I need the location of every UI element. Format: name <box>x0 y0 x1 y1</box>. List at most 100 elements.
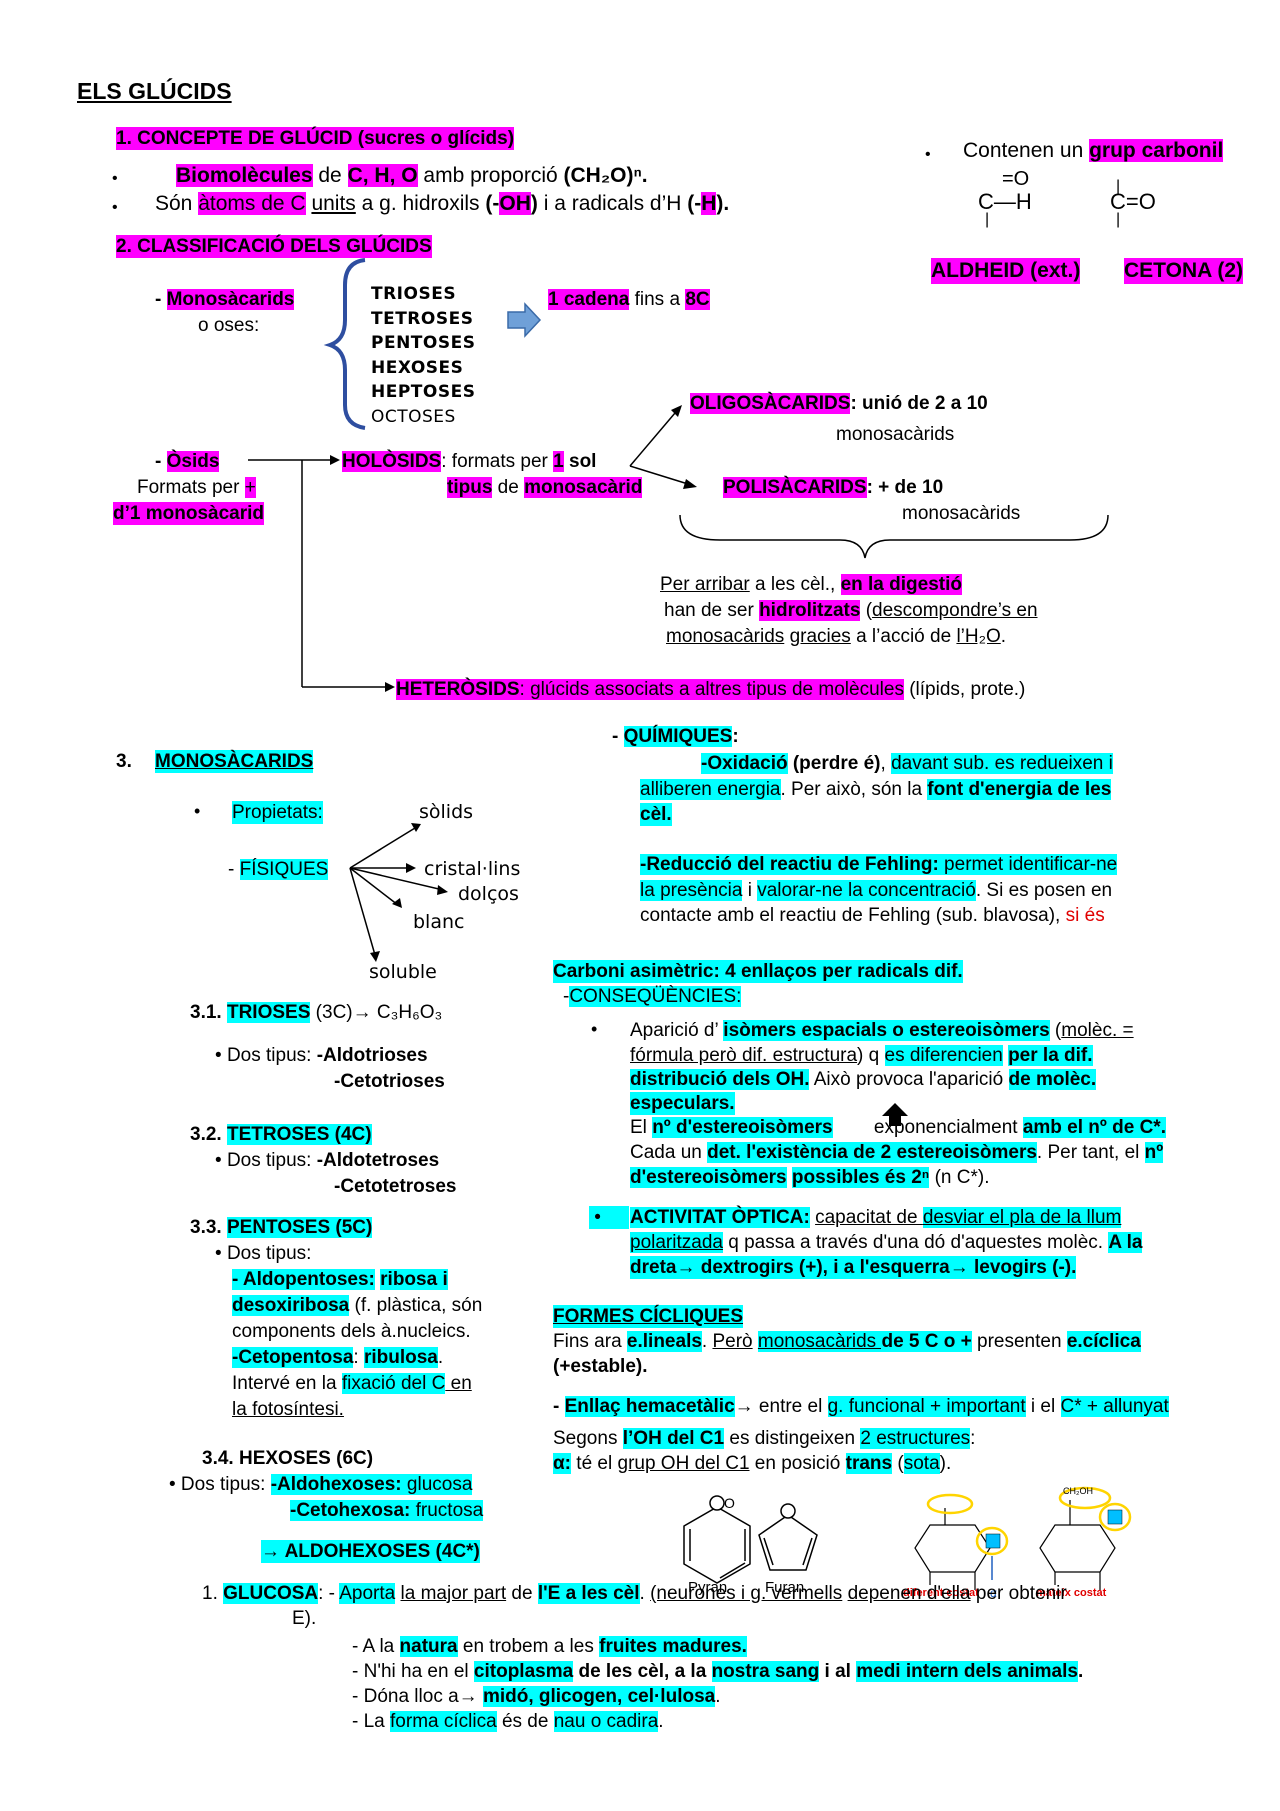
furan-icon <box>758 1503 818 1571</box>
section-3-heading: MONOSÀCARIDS <box>155 750 314 773</box>
glucose-row-1: - A la natura en trobem a les fruites ma… <box>352 1636 747 1657</box>
structures-line: Segons l’OH del C1 es distingeixen 2 est… <box>553 1428 976 1449</box>
s1-line-2: Són àtoms de C units a g. hidroxils (-OH… <box>155 192 730 215</box>
prop-crystal: cristal·lins <box>424 858 521 880</box>
asym-carbon-heading: Carboni asimètric: 4 enllaços per radica… <box>553 960 963 983</box>
digestion-line-3: monosacàrids gracies a l’acció de l’H₂O. <box>666 626 1007 647</box>
optical-line-3: dreta→ dextrogirs (+), i a l'esquerra→ l… <box>630 1256 1077 1279</box>
pentoses-line-1: - Aldopentoses: ribosa i <box>232 1269 448 1290</box>
aldehyde-label: ALDHEID (ext.) <box>931 258 1081 284</box>
aldohexoses-heading: → ALDOHEXOSES (4C*) <box>261 1540 480 1563</box>
bullet-icon: • <box>112 170 118 187</box>
pentoses-heading: 3.3. PENTOSES (5C) <box>190 1217 373 1238</box>
isomers-line-4: especulars. <box>630 1092 735 1115</box>
same-side-label: mateix costat <box>1036 1587 1107 1599</box>
ketone-bond-top: | <box>1116 178 1121 195</box>
furan-label: Furan <box>765 1579 805 1596</box>
property-arrows <box>349 827 444 956</box>
beta-glucose-icon <box>1039 1500 1116 1590</box>
aldehyde-top: =O <box>1002 168 1030 190</box>
list-item: HEXOSES <box>371 357 464 378</box>
holosids-sub: tipus de monosacàrid <box>447 477 643 498</box>
optical-line-2: polaritzada q passa a través d'una dó d'… <box>630 1232 1143 1253</box>
monosaccharides-sub: o oses: <box>198 315 260 336</box>
s1-line-1: Biomolècules de C, H, O amb proporció (C… <box>176 164 648 187</box>
isomers-line-6: Cada un det. l'existència de 2 estereois… <box>630 1142 1164 1163</box>
hexoses-type-2: -Cetohexosa: fructosa <box>290 1500 484 1521</box>
hemiacetal-line: - Enllaç hemacetàlic→ entre el g. funcio… <box>553 1396 1169 1417</box>
up-arrow-icon <box>882 1103 908 1126</box>
isomers-line-1: Aparició d’ isòmers espacials o estereoi… <box>630 1020 1134 1041</box>
oligo-text: OLIGOSÀCARIDS: unió de 2 a 10 <box>690 393 988 414</box>
ch2oh-label: CH₂OH <box>1063 1486 1093 1496</box>
pentoses-types: • Dos tipus: <box>215 1243 312 1264</box>
glucose-row-3: - Dóna lloc a→ midó, glicogen, cel·lulos… <box>352 1686 721 1707</box>
monosaccharides-label: - Monosàcarids <box>155 289 295 310</box>
section-3-num: 3. <box>116 751 132 772</box>
oxidation-line-3: cèl. <box>640 803 672 826</box>
digestion-line-1: Per arribar a les cèl., en la digestió <box>660 574 962 595</box>
bullet-icon: • <box>589 1206 629 1229</box>
tetroses-type-2: -Cetotetroses <box>334 1176 457 1197</box>
cyclic-line-2: (+estable). <box>553 1356 648 1377</box>
pentoses-line-4: -Cetopentosa: ribulosa. <box>232 1347 444 1368</box>
trioses-heading: 3.1. TRIOSES (3C)→ C₃H₆O₃ <box>190 1002 443 1023</box>
osids-label: - Òsids <box>155 451 220 472</box>
properties-label: Propietats: <box>232 801 323 824</box>
alpha-glucose-icon <box>914 1508 991 1590</box>
fehling-line-2: la presència i valorar-ne la concentraci… <box>640 880 1113 901</box>
list-item: OCTOSES <box>371 406 456 427</box>
prop-solid: sòlids <box>419 801 474 823</box>
tetroses-types: • Dos tipus: -Aldotetroses <box>215 1150 440 1171</box>
bullet-icon: • <box>194 801 201 821</box>
list-item: PENTOSES <box>371 333 476 353</box>
heterosids-text: HETERÒSIDS: glúcids associats a altres t… <box>396 679 1026 700</box>
isomers-line-5: El nº d'estereoisòmers exponencialment a… <box>630 1117 1166 1138</box>
ketone-bond-bottom: | <box>1116 211 1121 228</box>
different-side-label: diferent costat <box>903 1587 979 1599</box>
pentoses-line-3: components dels à.nucleics. <box>232 1321 471 1342</box>
chemical-heading: - QUÍMIQUES: <box>612 726 739 747</box>
chain-text: 1 cadena fins a 8C <box>548 289 710 310</box>
hexoses-types: • Dos tipus: -Aldohexoses: glucosa <box>169 1474 473 1495</box>
prop-sweet: dolços <box>458 883 519 905</box>
oligo-sub: monosacàrids <box>836 424 955 445</box>
bullet-icon: • <box>925 146 931 163</box>
list-item: HEPTOSES <box>371 382 476 402</box>
isomers-line-2: fórmula però dif. estructura) q es difer… <box>630 1045 1093 1066</box>
fehling-line-1: -Reducció del reactiu de Fehling: permet… <box>640 854 1118 875</box>
glucose-line-2: E). <box>292 1608 317 1629</box>
list-item: TRIOSES <box>371 284 457 304</box>
pentoses-line-6: la fotosíntesi. <box>232 1399 344 1420</box>
trioses-types: • Dos tipus: -Aldotrioses <box>215 1045 428 1066</box>
cyclic-heading: FORMES CÍCLIQUES <box>553 1305 744 1328</box>
pyran-label: Pyran <box>688 1579 728 1596</box>
fehling-line-3: contacte amb el reactiu de Fehling (sub.… <box>640 905 1105 926</box>
block-arrow-icon <box>507 302 542 338</box>
pentoses-line-2: desoxiribosa (f. plàstica, són <box>232 1295 483 1316</box>
brace-shape <box>323 258 366 430</box>
list-item: TETROSES <box>371 308 474 329</box>
osids-sub-1: Formats per + <box>137 477 256 498</box>
aldehyde-formula: C—H <box>978 189 1032 214</box>
cyclic-line-1: Fins ara e.lineals. Però monosacàrids de… <box>553 1331 1141 1352</box>
carbonyl-text: Contenen un grup carbonil <box>963 139 1224 162</box>
digestion-line-2: han de ser hidrolitzats (descompondre’s … <box>664 600 1038 621</box>
ketone-formula: C=O <box>1110 189 1156 214</box>
alpha-line: α: té el grup OH del C1 en posició trans… <box>553 1453 952 1474</box>
alpha-symbol: α <box>990 1586 997 1600</box>
osids-sub-2: d’1 monosàcarid <box>113 502 264 525</box>
hexoses-heading: 3.4. HEXOSES (6C) <box>202 1448 374 1469</box>
polisac-text: POLISÀCARIDS: + de 10 <box>723 477 944 498</box>
section-2-heading: 2. CLASSIFICACIÓ DELS GLÚCIDS <box>116 235 432 258</box>
holosids-text: HOLÒSIDS: formats per 1 sol <box>342 451 597 472</box>
page-title: ELS GLÚCIDS <box>77 78 232 104</box>
isomers-line-7: d'estereoisòmers possibles és 2ⁿ (n C*). <box>630 1167 990 1188</box>
bullet-icon: • <box>591 1019 598 1039</box>
bullet-icon: • <box>112 199 118 216</box>
optical-line-1: ACTIVITAT ÒPTICA: capacitat de desviar e… <box>630 1207 1122 1228</box>
prop-white: blanc <box>413 911 465 933</box>
oxidation-line-2: alliberen energia. Per això, són la font… <box>640 779 1112 800</box>
prop-soluble: soluble <box>369 961 437 983</box>
